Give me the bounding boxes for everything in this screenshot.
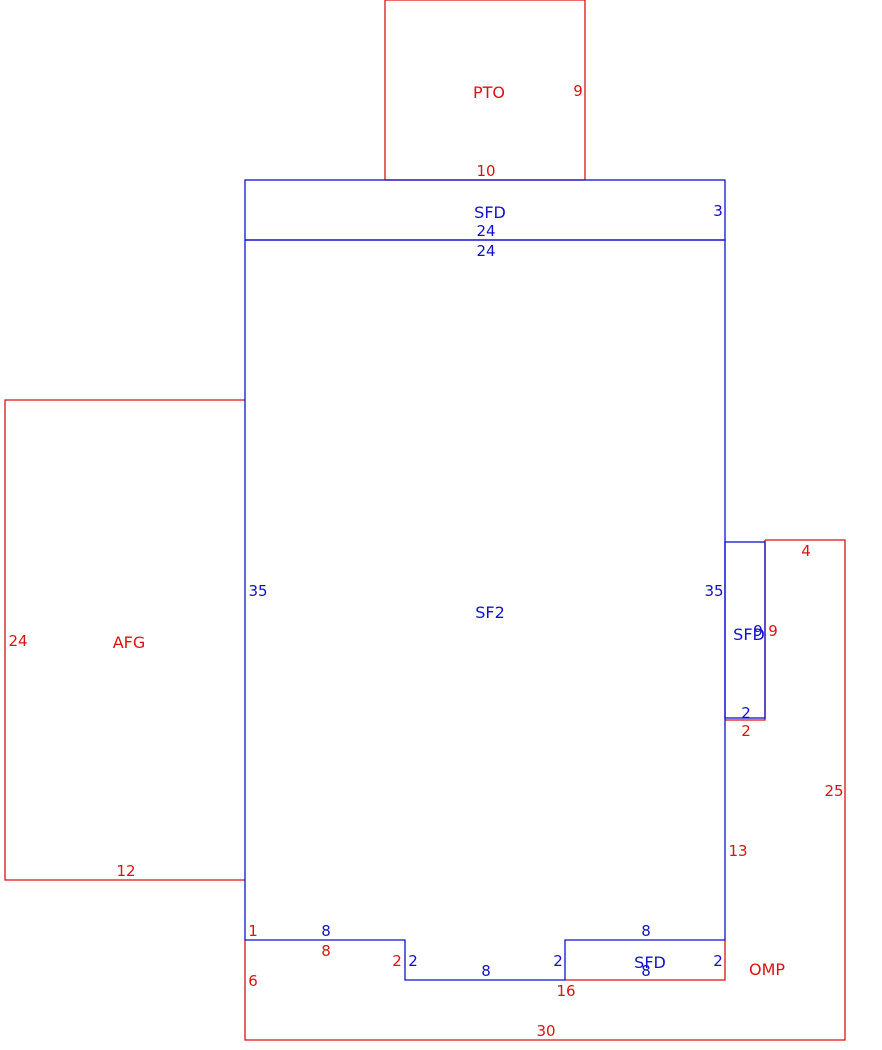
dim-sf2-left: 35 — [248, 582, 267, 600]
dim-omp-right: 25 — [824, 782, 843, 800]
afg-outline — [4, 399, 245, 881]
area-label-afg: AFG — [113, 633, 146, 652]
dim-sf2-right: 35 — [704, 582, 723, 600]
dim-notch-down-red: 2 — [392, 952, 402, 970]
dim-omp-inner: 13 — [728, 842, 747, 860]
area-label-pto: PTO — [473, 83, 505, 102]
dim-notch-bottom: 8 — [481, 962, 491, 980]
dim-sfd-right-outer: 9 — [768, 622, 778, 640]
dim-omp-bottom: 30 — [536, 1022, 555, 1040]
sfd-right-outline — [724, 541, 766, 719]
sf2-outline — [244, 239, 726, 981]
dim-sfd-right-bottom-blue: 2 — [741, 704, 751, 722]
dim-sfd-bottom-right: 2 — [713, 952, 723, 970]
dim-afg-bottom: 12 — [116, 862, 135, 880]
area-label-sfd-bottom: SFD — [634, 953, 666, 972]
omp-outline — [244, 539, 846, 1041]
area-label-sfd-top: SFD — [474, 203, 506, 222]
omp-inner-edge — [565, 940, 726, 981]
dim-sfd-top-bottom: 24 — [476, 222, 495, 240]
dim-afg-left: 24 — [8, 632, 27, 650]
dim-sfd-right-bottom-red: 2 — [741, 722, 751, 740]
area-label-sf2: SF2 — [475, 603, 505, 622]
dim-pto-right: 9 — [573, 82, 583, 100]
area-label-sfd-right: SFD — [733, 625, 765, 644]
dim-sfd-bottom-top: 8 — [641, 922, 651, 940]
dim-notch-one: 1 — [248, 922, 258, 940]
area-label-omp: OMP — [749, 960, 785, 979]
dim-sfd-right-inner: 9 — [753, 622, 763, 640]
dim-notch-top-red: 8 — [321, 942, 331, 960]
dim-notch-top-blue: 8 — [321, 922, 331, 940]
dim-omp-top: 4 — [801, 542, 811, 560]
dim-notch-six: 6 — [248, 972, 258, 990]
dim-pto-bottom: 10 — [476, 162, 495, 180]
dim-sf2-top: 24 — [476, 242, 495, 260]
dim-sfd-top-right: 3 — [713, 202, 723, 220]
dim-sfd-bottom-bottom: 8 — [641, 962, 651, 980]
dim-omp-sixteen: 16 — [556, 982, 575, 1000]
dim-notch-up: 2 — [553, 952, 563, 970]
dim-notch-down-blue: 2 — [408, 952, 418, 970]
